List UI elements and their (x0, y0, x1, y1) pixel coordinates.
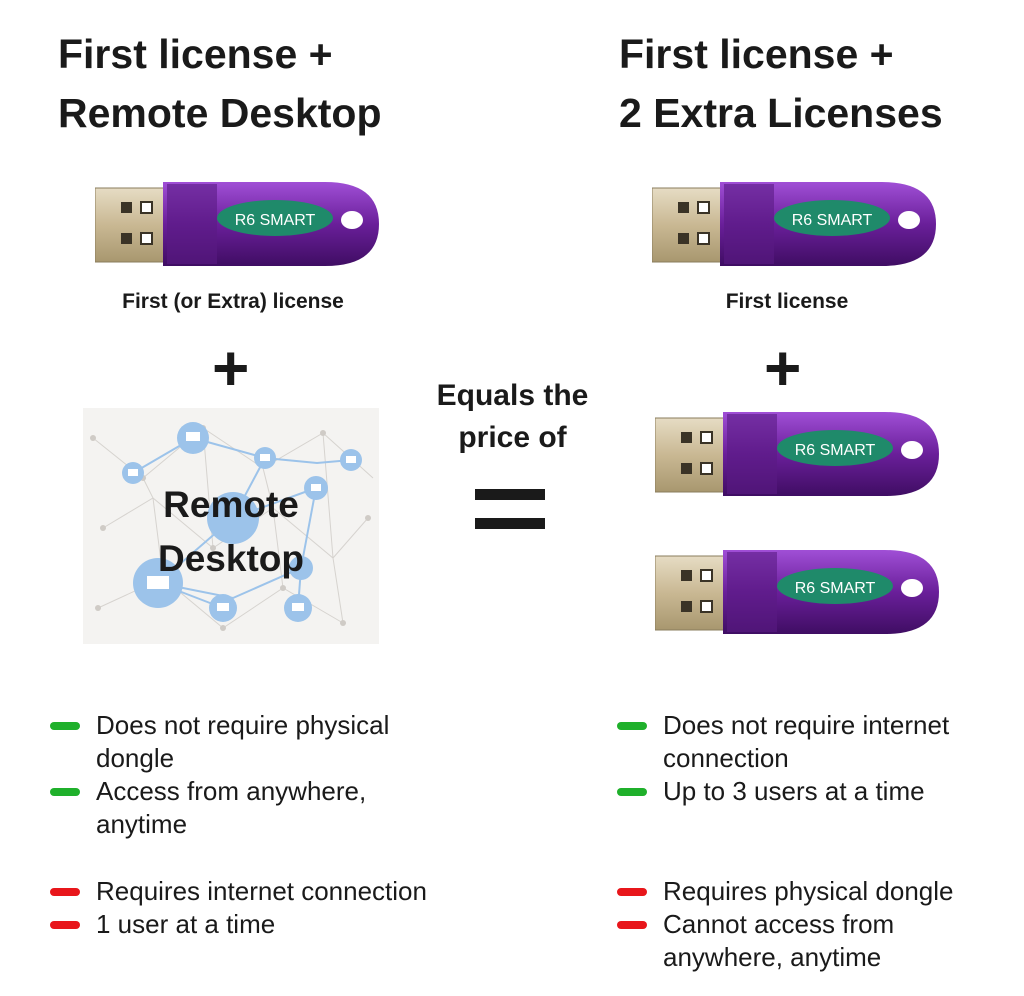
equals-sign-icon (475, 489, 545, 529)
list-item: Cannot access from anywhere, anytime (617, 908, 997, 974)
list-item: Requires internet connection (50, 875, 470, 908)
remote-desktop-label: Remote Desktop (83, 478, 379, 586)
list-item: Does not require physical dongle (50, 709, 430, 775)
right-usb-dongle-2: R6 SMART (655, 412, 939, 496)
pro-dash-icon (50, 722, 80, 730)
left-heading-line2: Remote Desktop (58, 90, 382, 136)
left-plus-sign: + (212, 332, 250, 404)
equals-text-line1: Equals the (436, 379, 589, 412)
pro-dash-icon (617, 722, 647, 730)
dongle-label: R6 SMART (795, 442, 876, 459)
con-dash-icon (50, 888, 80, 896)
list-item: Requires physical dongle (617, 875, 997, 908)
right-heading-line1: First license + (619, 31, 894, 77)
left-heading: First license + Remote Desktop (58, 25, 382, 143)
pro-dash-icon (50, 788, 80, 796)
right-usb-dongle-1: R6 SMART (652, 182, 936, 266)
con-dash-icon (617, 888, 647, 896)
left-cons-list: Requires internet connection 1 user at a… (50, 875, 470, 941)
right-heading-line2: 2 Extra Licenses (619, 90, 943, 136)
dongle-label: R6 SMART (792, 212, 873, 229)
dongle-label: R6 SMART (235, 212, 316, 229)
right-usb-dongle-3: R6 SMART (655, 550, 939, 634)
list-item: Does not require internet connection (617, 709, 997, 775)
left-heading-line1: First license + (58, 31, 333, 77)
left-dongle-caption: First (or Extra) license (122, 290, 344, 313)
list-item: 1 user at a time (50, 908, 470, 941)
right-pros-list: Does not require internet connection Up … (617, 709, 997, 808)
con-dash-icon (50, 921, 80, 929)
right-heading: First license + 2 Extra Licenses (619, 25, 943, 143)
pro-dash-icon (617, 788, 647, 796)
equals-text-line2: price of (458, 421, 567, 454)
con-dash-icon (617, 921, 647, 929)
right-cons-list: Requires physical dongle Cannot access f… (617, 875, 997, 974)
left-pros-list: Does not require physical dongle Access … (50, 709, 430, 841)
dongle-label: R6 SMART (795, 580, 876, 597)
right-plus-sign: + (764, 332, 802, 404)
equals-the-price-of-text: Equals the price of (420, 375, 605, 459)
list-item: Access from anywhere, anytime (50, 775, 430, 841)
remote-desktop-network-image (83, 408, 379, 644)
list-item: Up to 3 users at a time (617, 775, 997, 808)
remote-desktop-label-line1: Remote (163, 484, 299, 525)
right-dongle-caption: First license (725, 290, 849, 313)
remote-desktop-label-line2: Desktop (158, 538, 304, 579)
left-usb-dongle: R6 SMART (95, 182, 379, 266)
